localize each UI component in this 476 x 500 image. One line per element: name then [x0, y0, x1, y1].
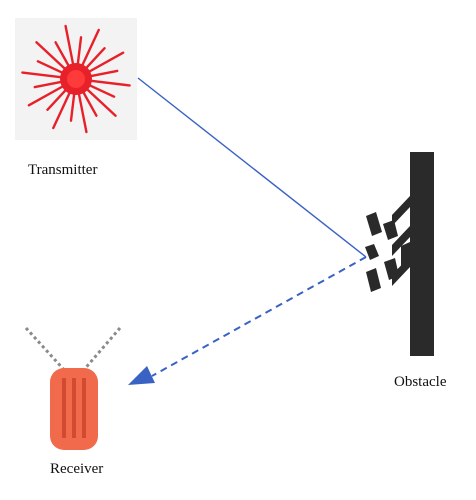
burst-ray [83, 51, 125, 76]
burst-ray [64, 24, 76, 71]
burst-ray [35, 41, 70, 74]
burst-ray [76, 87, 88, 134]
burst-ray [84, 78, 131, 87]
obstacle-label: Obstacle [394, 374, 447, 390]
receiver-icon [24, 326, 122, 450]
receiver-label: Receiver [50, 461, 104, 477]
burst-ray [52, 86, 73, 130]
burst-ray [27, 82, 69, 107]
reflected-ray-arrowhead [128, 366, 155, 385]
burst-ray [79, 28, 100, 72]
obstacle-icon [365, 152, 434, 356]
burst-ray [82, 84, 117, 117]
incident-ray [137, 77, 367, 258]
reflected-ray [151, 256, 367, 377]
transmitter-label: Transmitter [28, 162, 98, 178]
transmitter-icon [15, 18, 137, 140]
burst-ray [21, 71, 68, 80]
